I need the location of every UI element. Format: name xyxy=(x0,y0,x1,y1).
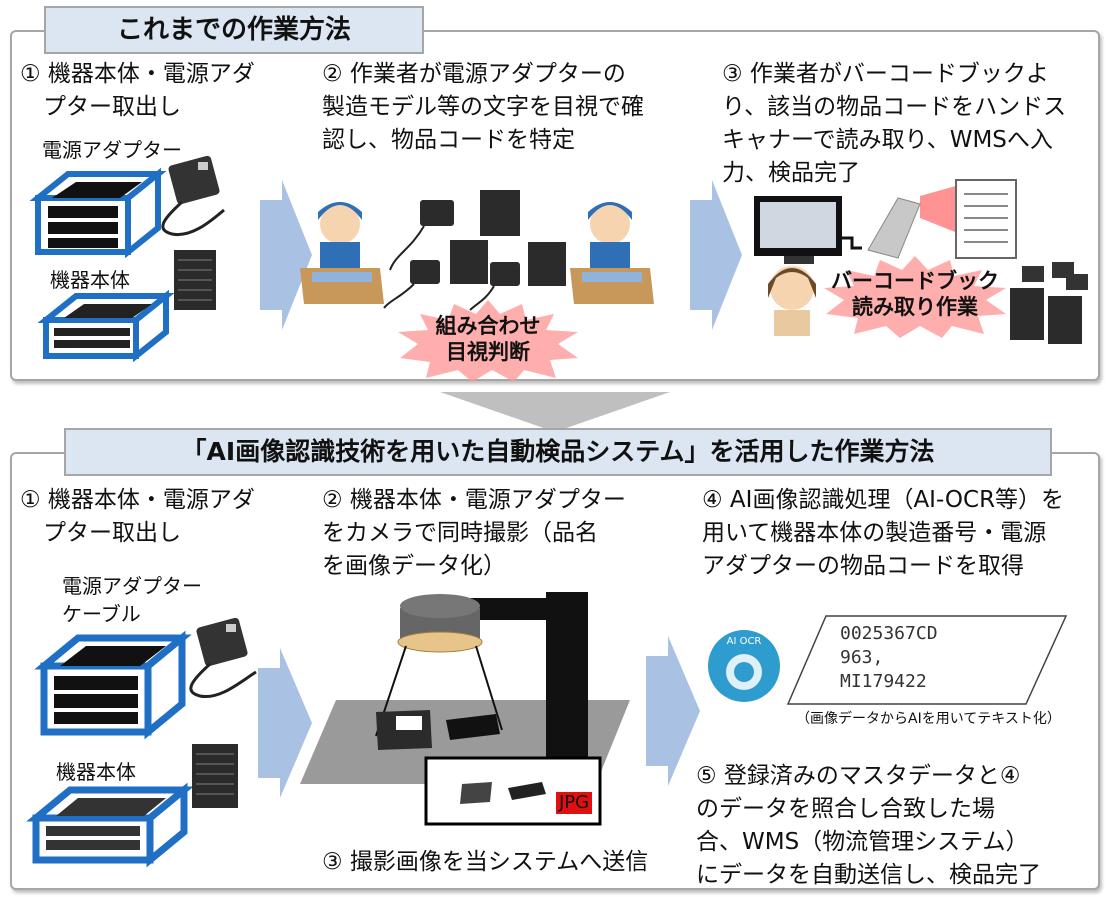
flow-arrow-icon xyxy=(260,180,312,330)
flow-arrow-icon xyxy=(646,636,700,786)
visual-check-burst-shape xyxy=(398,300,578,382)
new-step5-text: ⑤ 登録済みのマスタデータと④ のデータを照合し合致した場 合、WMS（物流管理… xyxy=(696,763,1041,888)
flow-arrow-icon xyxy=(690,180,742,330)
power-adapter-icon xyxy=(161,155,225,237)
new-step2-text: ② 機器本体・電源アダプター をカメラで同時撮影（品名 を画像データ化） xyxy=(322,487,626,579)
visual-check-burst: 組み合わせ 目視判断 xyxy=(435,314,541,364)
new-step3-text: ③ 撮影画像を当システムへ送信 xyxy=(322,849,649,875)
ocr-note: （画像データからAIを用いてテキスト化） xyxy=(796,711,1061,727)
ai-ocr-label: AI OCR xyxy=(726,636,762,647)
power-adapter-icon xyxy=(189,617,257,699)
device-box-illustration xyxy=(26,782,194,868)
old-adapter-label: 電源アダプター xyxy=(42,138,182,162)
old-device-label: 機器本体 xyxy=(50,268,130,292)
new-adapter-label: 電源アダプター ケーブル xyxy=(62,574,202,626)
device-unit-icon xyxy=(192,744,238,808)
barcode-burst-shape xyxy=(824,256,1006,338)
ai-ocr-icon xyxy=(708,630,780,702)
new-method-title: 「AI画像認識技術を用いた自動検品システム」を活用した作業方法 xyxy=(64,428,1052,476)
ocr-output-parallelogram xyxy=(786,615,1068,705)
device-box-illustration xyxy=(37,289,175,363)
adapter-box-illustration xyxy=(34,630,192,740)
old-step2-text: ② 作業者が電源アダプターの 製造モデル等の文字を目視で確 認し、物品コードを特… xyxy=(322,61,644,153)
adapter-box-illustration xyxy=(29,167,167,259)
transition-arrow-icon xyxy=(440,392,670,432)
old-step3-text: ③ 作業者がバーコードブックよ り、該当の物品コードをハンドス キャナーで読み取… xyxy=(722,61,1067,186)
ocr-output-text: 0025367CD 963, MI179422 xyxy=(840,623,938,692)
workers-inspection-illustration xyxy=(300,190,654,311)
new-step4-text: ④ AI画像認識処理（AI-OCR等）を 用いて機器本体の製造番号・電源 アダプ… xyxy=(702,487,1065,579)
new-step1-text: ① 機器本体・電源アダ プター取出し xyxy=(20,487,255,546)
flow-arrow-icon xyxy=(258,648,312,798)
barcode-burst: バーコードブック 読み取り作業 xyxy=(831,269,999,319)
new-device-label: 機器本体 xyxy=(56,760,136,784)
old-step1-text: ① 機器本体・電源アダ プター取出し xyxy=(20,61,255,120)
barcode-scanning-illustration xyxy=(754,179,1088,344)
jpg-label: JPG xyxy=(556,792,593,814)
device-unit-icon xyxy=(174,250,216,310)
old-method-title: これまでの作業方法 xyxy=(44,6,424,54)
